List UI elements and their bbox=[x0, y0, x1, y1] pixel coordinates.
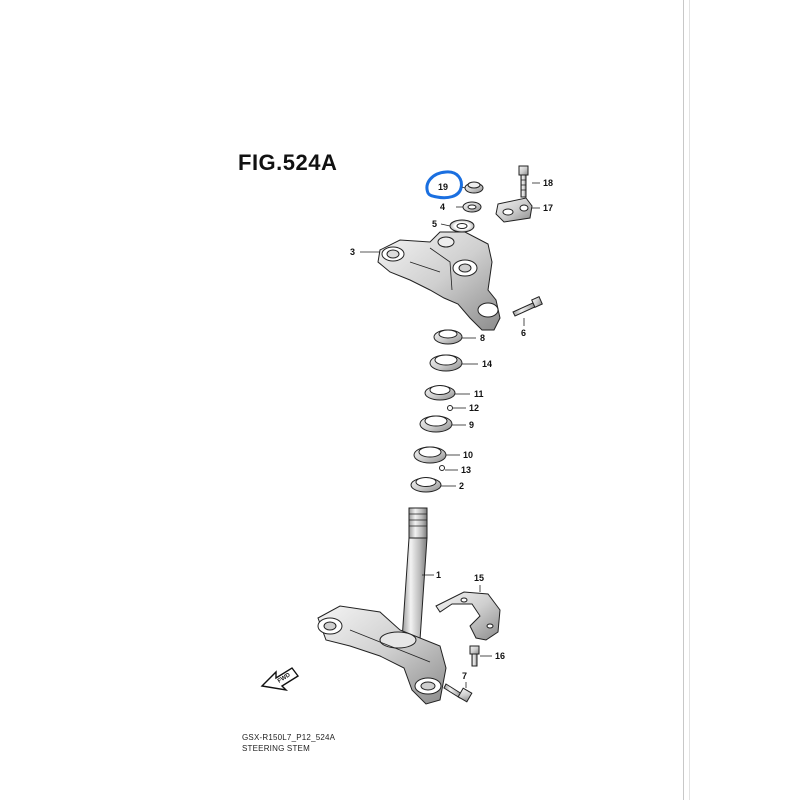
label-12: 12 bbox=[469, 403, 479, 413]
part-9-bearing-race bbox=[419, 415, 453, 433]
part-2-dust-seal bbox=[410, 477, 442, 493]
label-16: 16 bbox=[495, 651, 505, 661]
part-19-cap-nut bbox=[464, 181, 484, 194]
part-18-bolt bbox=[518, 165, 529, 198]
part-5-washer bbox=[449, 219, 475, 233]
label-13: 13 bbox=[461, 465, 471, 475]
part-16-bolt bbox=[469, 645, 480, 667]
part-13-ball bbox=[439, 465, 445, 471]
part-10-bearing-race bbox=[413, 446, 447, 464]
part-6-bolt bbox=[512, 296, 543, 317]
label-18: 18 bbox=[543, 178, 553, 188]
part-1-steering-stem bbox=[317, 507, 447, 705]
part-14-dust-seal bbox=[429, 354, 463, 372]
label-2: 2 bbox=[459, 481, 464, 491]
label-10: 10 bbox=[463, 450, 473, 460]
label-4: 4 bbox=[440, 202, 445, 212]
part-8-nut bbox=[433, 329, 463, 345]
part-12-ball bbox=[447, 405, 453, 411]
label-11: 11 bbox=[474, 389, 484, 399]
label-7: 7 bbox=[462, 671, 467, 681]
label-3: 3 bbox=[350, 247, 355, 257]
label-19: 19 bbox=[438, 182, 448, 192]
label-5: 5 bbox=[432, 219, 437, 229]
page-border bbox=[683, 0, 684, 800]
part-15-hose-guide bbox=[435, 591, 501, 641]
part-7-bolt bbox=[443, 683, 473, 703]
label-6: 6 bbox=[521, 328, 526, 338]
figure-code: GSX-R150L7_P12_524A bbox=[242, 733, 336, 742]
leader-lines bbox=[360, 182, 540, 688]
part-4-washer bbox=[462, 201, 482, 213]
part-11-bearing-race bbox=[424, 385, 456, 401]
part-3-upper-bracket bbox=[377, 231, 501, 331]
page-border-shadow bbox=[689, 0, 690, 800]
label-14: 14 bbox=[482, 359, 492, 369]
part-17-holder bbox=[495, 197, 533, 223]
label-1: 1 bbox=[436, 570, 441, 580]
figure-name: STEERING STEM bbox=[242, 744, 310, 753]
highlight-marker bbox=[425, 170, 463, 200]
figure-title: FIG.524A bbox=[238, 150, 338, 175]
label-9: 9 bbox=[469, 420, 474, 430]
label-15: 15 bbox=[474, 573, 484, 583]
label-17: 17 bbox=[543, 203, 553, 213]
label-8: 8 bbox=[480, 333, 485, 343]
fwd-arrow-icon: FWD bbox=[260, 667, 300, 692]
